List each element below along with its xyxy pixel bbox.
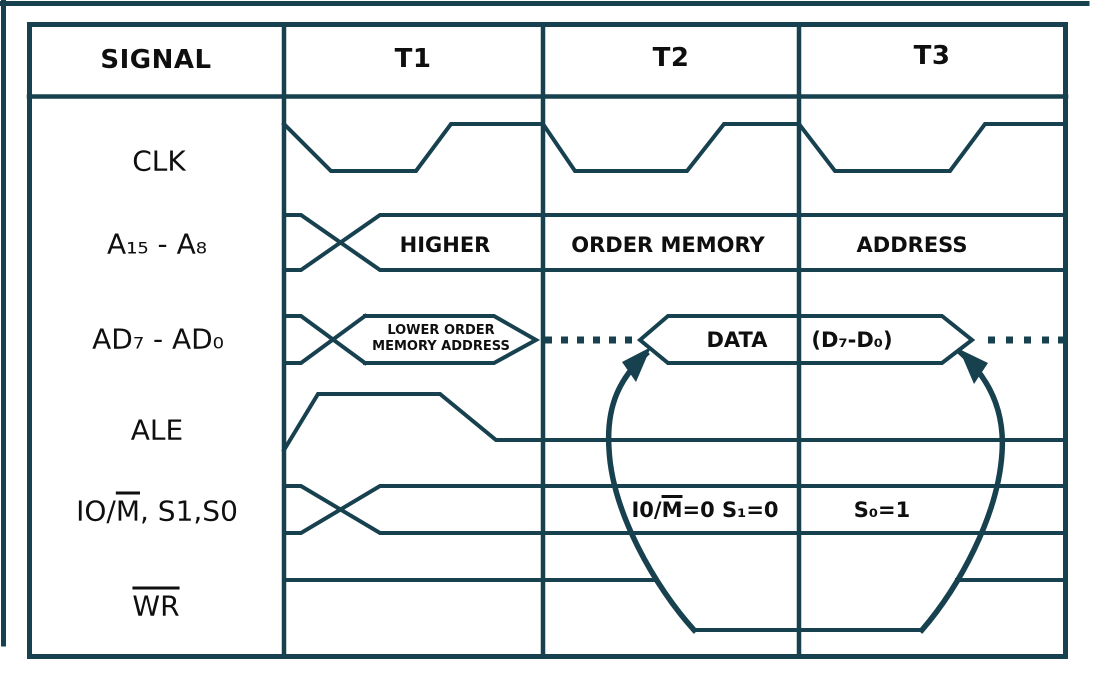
ad-bus-dotted-right	[988, 336, 1065, 344]
arrow-left-curve	[605, 350, 698, 634]
a-bus-waveform	[282, 213, 1066, 272]
a-bus-annotation-t2: ORDER MEMORY	[571, 233, 765, 257]
ad-bus-data-hexagon	[636, 314, 976, 365]
header-t3: T3	[913, 41, 951, 71]
ad-bus-address-hexagon	[363, 314, 541, 365]
signal-label-clk: CLK	[132, 144, 186, 178]
arrow-left-head	[622, 347, 651, 382]
iom-annotation-t2: I0/M=0 S₁=0	[631, 498, 779, 522]
column-dividers	[281, 22, 802, 659]
signal-label-a-bus: A₁₅ - A₈	[107, 227, 207, 261]
arrow-right-curve	[918, 349, 1006, 634]
header-t2: T2	[652, 43, 690, 73]
header-signal: SIGNAL	[100, 45, 212, 75]
signal-label-ale: ALE	[130, 413, 184, 447]
signal-label-wr: WR	[132, 589, 180, 623]
ad-bus-address-annotation: LOWER ORDER MEMORY ADDRESS	[372, 323, 510, 354]
header-t1: T1	[394, 44, 432, 74]
a-bus-annotation-t3: ADDRESS	[856, 233, 968, 257]
ad-bus-crossover	[282, 313, 368, 366]
arrow-right-head	[959, 349, 988, 384]
iom-waveform	[282, 484, 1066, 535]
signal-label-ad-bus: AD₇ - AD₀	[92, 322, 224, 356]
wr-waveform	[282, 578, 1066, 632]
table-outer-border	[27, 22, 1068, 659]
ale-waveform	[281, 392, 1066, 453]
a-bus-annotation-t1: HIGHER	[399, 233, 491, 257]
ad-bus-data-annotation: DATA	[706, 328, 768, 352]
ad-bus-d7d0-annotation: (D₇-D₀)	[811, 328, 893, 352]
signal-label-iom: IO/M, S1,S0	[76, 494, 238, 528]
ad-bus-dotted-left	[545, 336, 632, 344]
iom-annotation-t3: S₀=1	[853, 498, 911, 522]
clk-waveform	[281, 121, 1066, 173]
